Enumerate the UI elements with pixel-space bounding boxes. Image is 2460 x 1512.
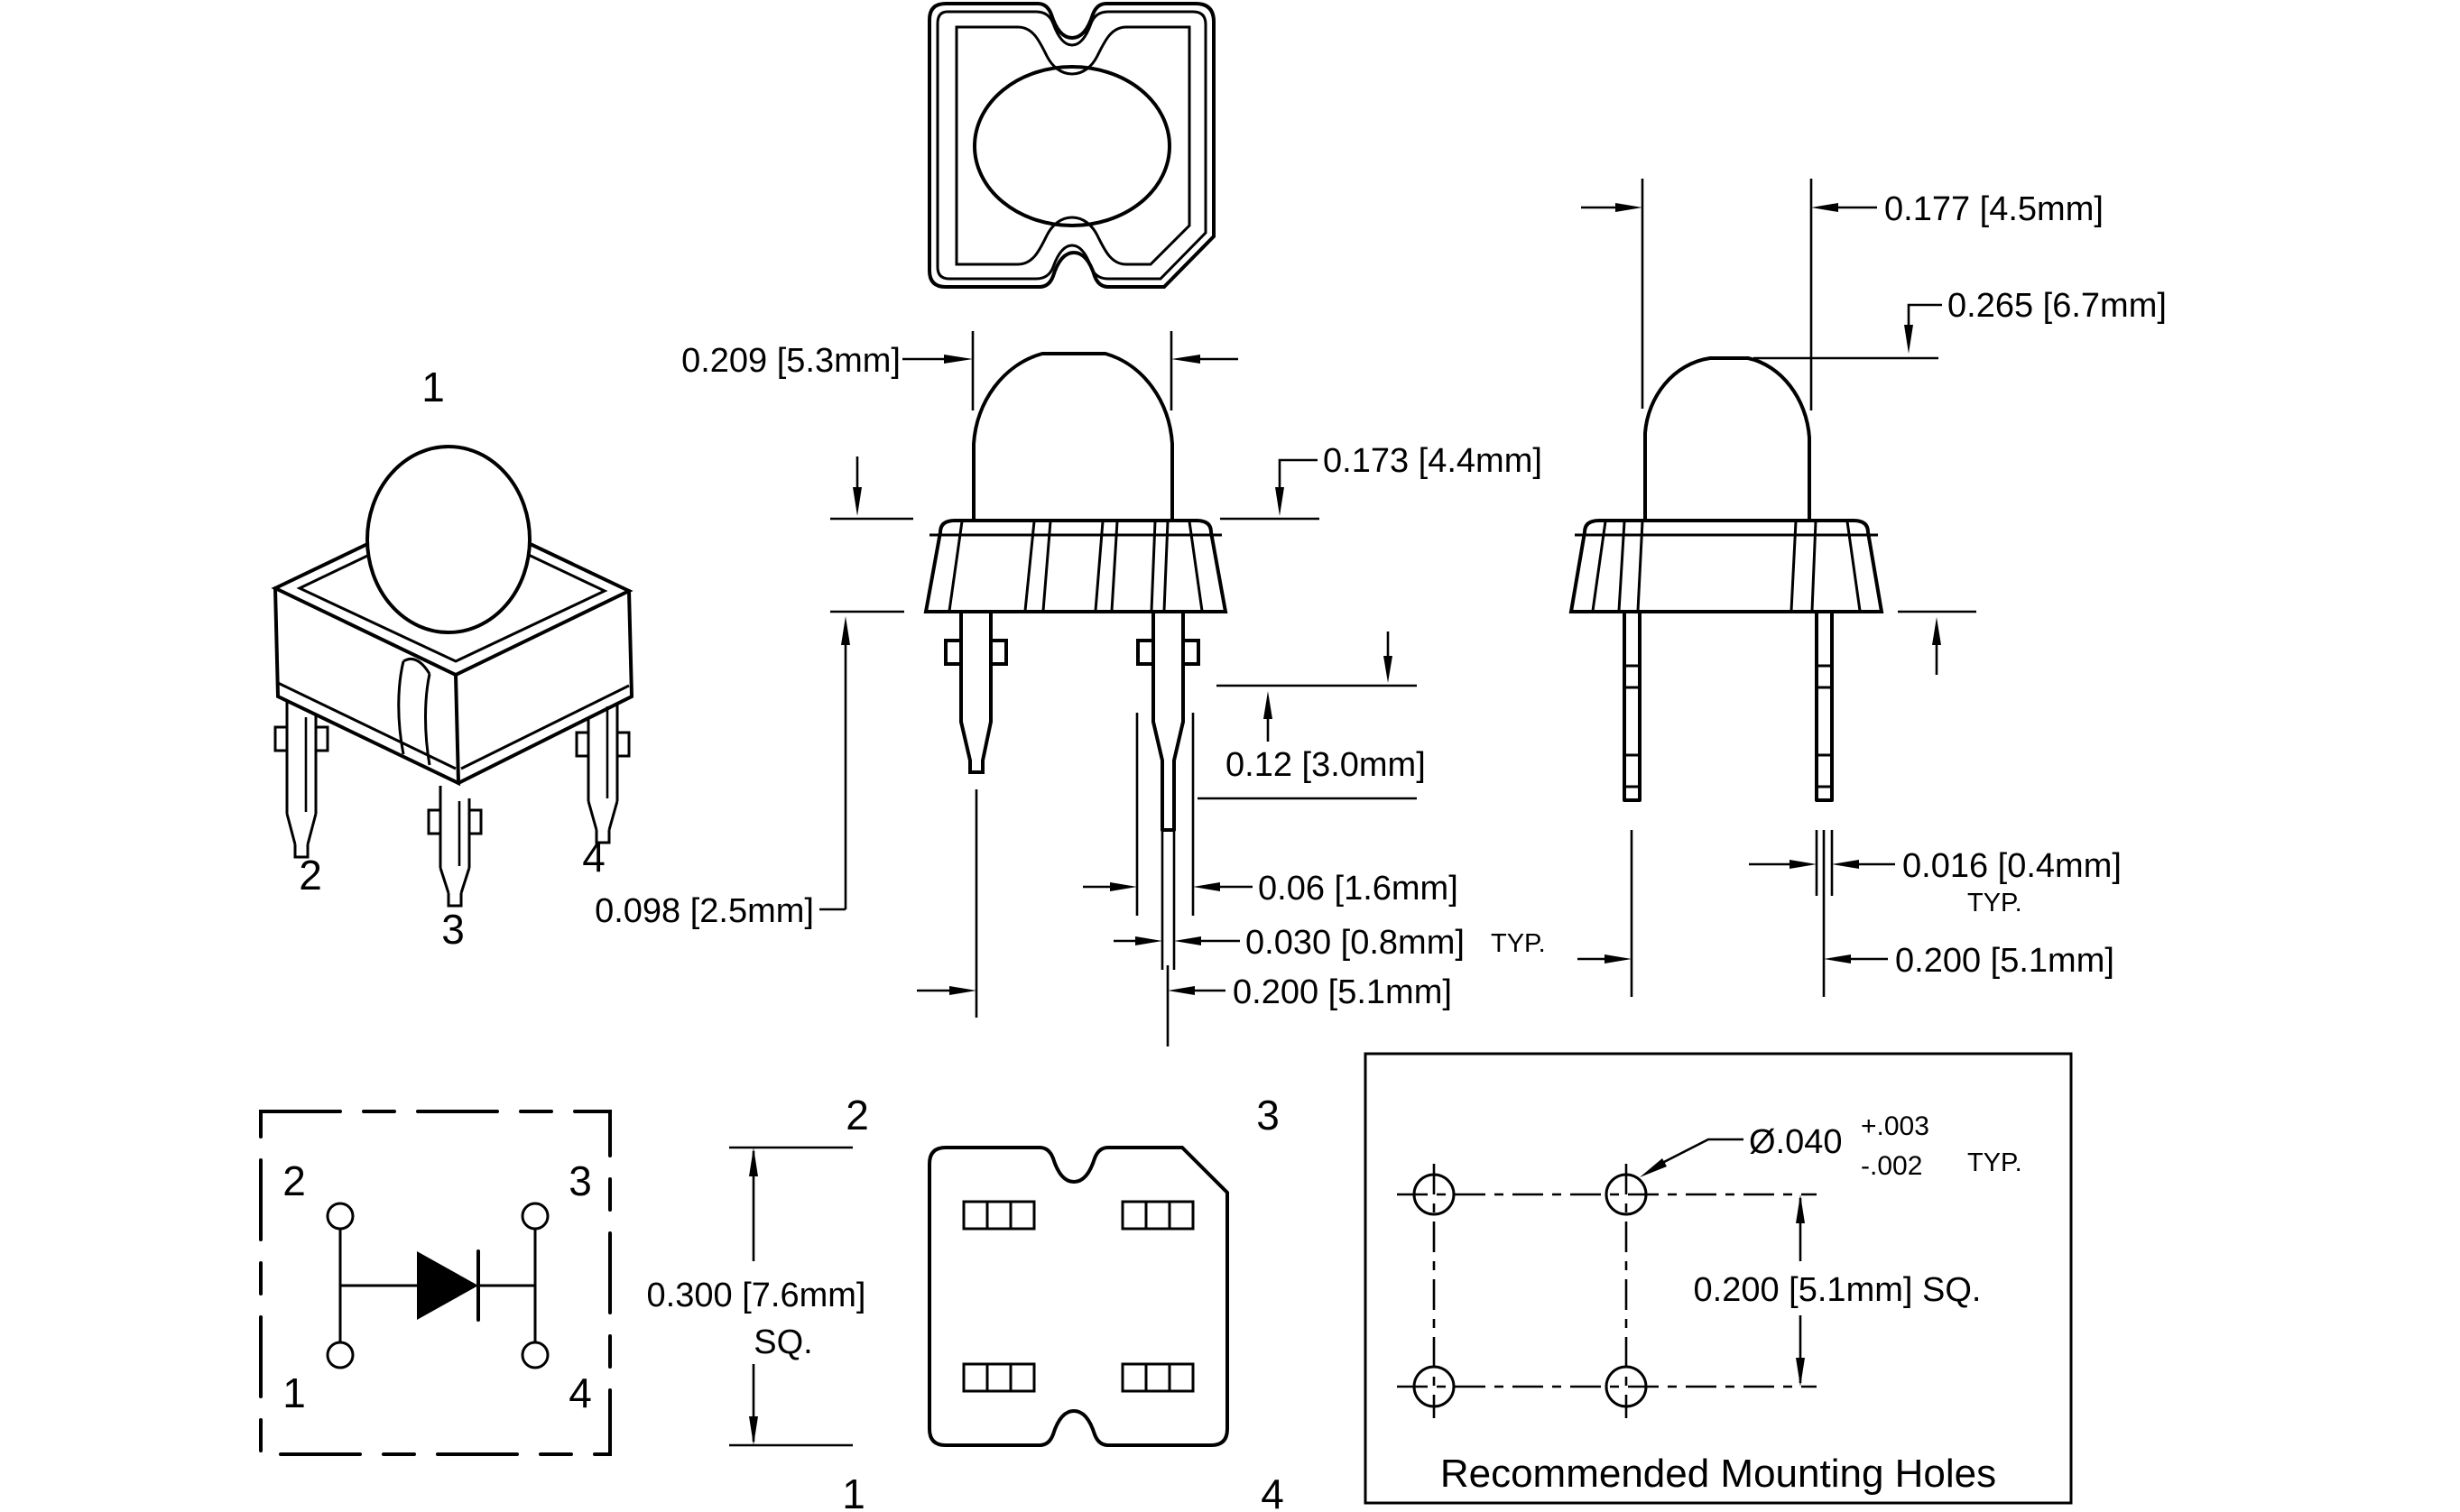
diode-symbol (417, 1251, 478, 1320)
dim-hole-tol-minus: -.002 (1861, 1151, 1922, 1181)
iso-pin-label-1: 1 (421, 364, 445, 410)
front-base (923, 519, 1228, 613)
dim-lead-tip-width: 0.030 [0.8mm] (1245, 924, 1465, 962)
iso-pin-2 (273, 701, 329, 859)
dim-dome-width: 0.209 [5.3mm] (681, 342, 901, 380)
mounting-hole (1412, 1173, 1456, 1216)
bottom-outline (928, 1146, 1229, 1447)
dim-hole-typ: TYP. (1967, 1148, 2022, 1177)
schematic-terminal-3 (521, 1202, 550, 1231)
mounting-hole (1605, 1365, 1648, 1408)
iso-pin-3 (427, 786, 483, 908)
schematic-view: 2 3 1 4 (259, 1110, 612, 1456)
bottom-pads (962, 1200, 1195, 1393)
schematic-terminal-1 (326, 1341, 355, 1369)
bottom-pin-label-4: 4 (1261, 1471, 1284, 1512)
schematic-pin-label-3: 3 (569, 1157, 592, 1204)
dim-lead-tip-typ: TYP. (1491, 929, 1546, 958)
side-lead-right (1815, 610, 1834, 802)
dim-hole-diameter: Ø.040 (1749, 1123, 1843, 1161)
iso-pin-label-2: 2 (299, 852, 322, 899)
schematic-boundary (259, 1110, 612, 1456)
mounting-hole (1605, 1173, 1648, 1216)
front-lead-left (944, 610, 1008, 774)
schematic-pin-label-4: 4 (569, 1369, 592, 1416)
iso-pin-4 (575, 704, 631, 844)
mounting-hole (1412, 1365, 1456, 1408)
isometric-view: 1 2 3 4 (271, 364, 634, 953)
iso-pin-label-4: 4 (582, 834, 606, 880)
dim-dome-diameter: 0.177 [4.5mm] (1884, 190, 2104, 228)
dim-base-height: 0.098 [2.5mm] (595, 892, 814, 930)
schematic-pin-label-2: 2 (282, 1157, 306, 1204)
top-view (928, 2, 1216, 289)
iso-dome (365, 445, 532, 634)
dim-hole-tol-plus: +.003 (1861, 1111, 1929, 1141)
dim-lead-standoff: 0.12 [3.0mm] (1225, 746, 1426, 784)
mounting-holes-panel: Ø.040 +.003 -.002 TYP. 0.200 [5.1mm] SQ.… (1364, 1052, 2073, 1505)
bottom-pin-label-2: 2 (846, 1092, 869, 1139)
front-lead-right (1136, 610, 1200, 832)
side-lead-left (1623, 610, 1642, 802)
dim-body-size: 0.300 [7.6mm] (647, 1277, 866, 1314)
top-view-dome-outline (973, 65, 1171, 227)
side-view: 0.177 [4.5mm] 0.265 [6.7mm] 0.016 [0.4mm… (1568, 179, 2167, 997)
side-base (1568, 519, 1884, 613)
dim-lead-thickness-typ: TYP. (1967, 889, 2022, 917)
schematic-terminal-2 (326, 1202, 355, 1231)
dim-lead-thickness: 0.016 [0.4mm] (1902, 847, 2122, 885)
bottom-pin-label-1: 1 (842, 1471, 865, 1512)
dim-lead-width: 0.06 [1.6mm] (1258, 870, 1458, 908)
iso-pin-label-3: 3 (441, 906, 465, 953)
schematic-terminal-4 (521, 1341, 550, 1369)
dim-lead-pitch-side: 0.200 [5.1mm] (1895, 942, 2114, 980)
dim-lead-pitch-front: 0.200 [5.1mm] (1233, 973, 1452, 1011)
dim-hole-pitch: 0.200 [5.1mm] SQ. (1694, 1271, 1982, 1309)
side-dome (1643, 356, 1811, 521)
mounting-panel-title: Recommended Mounting Holes (1440, 1452, 1996, 1496)
bottom-view: 0.300 [7.6mm] SQ. 2 3 1 4 (647, 1092, 1284, 1512)
front-dome (972, 352, 1174, 521)
schematic-pin-label-1: 1 (282, 1369, 306, 1416)
dim-body-size-sq: SQ. (754, 1323, 812, 1361)
dim-total-height: 0.265 [6.7mm] (1947, 287, 2167, 325)
front-view: 0.209 [5.3mm] 0.173 [4.4mm] 0.098 [2.5mm… (595, 331, 1546, 1046)
bottom-pin-label-3: 3 (1256, 1092, 1280, 1139)
mounting-panel-border (1364, 1052, 2073, 1505)
dim-dome-height: 0.173 [4.4mm] (1323, 442, 1542, 480)
